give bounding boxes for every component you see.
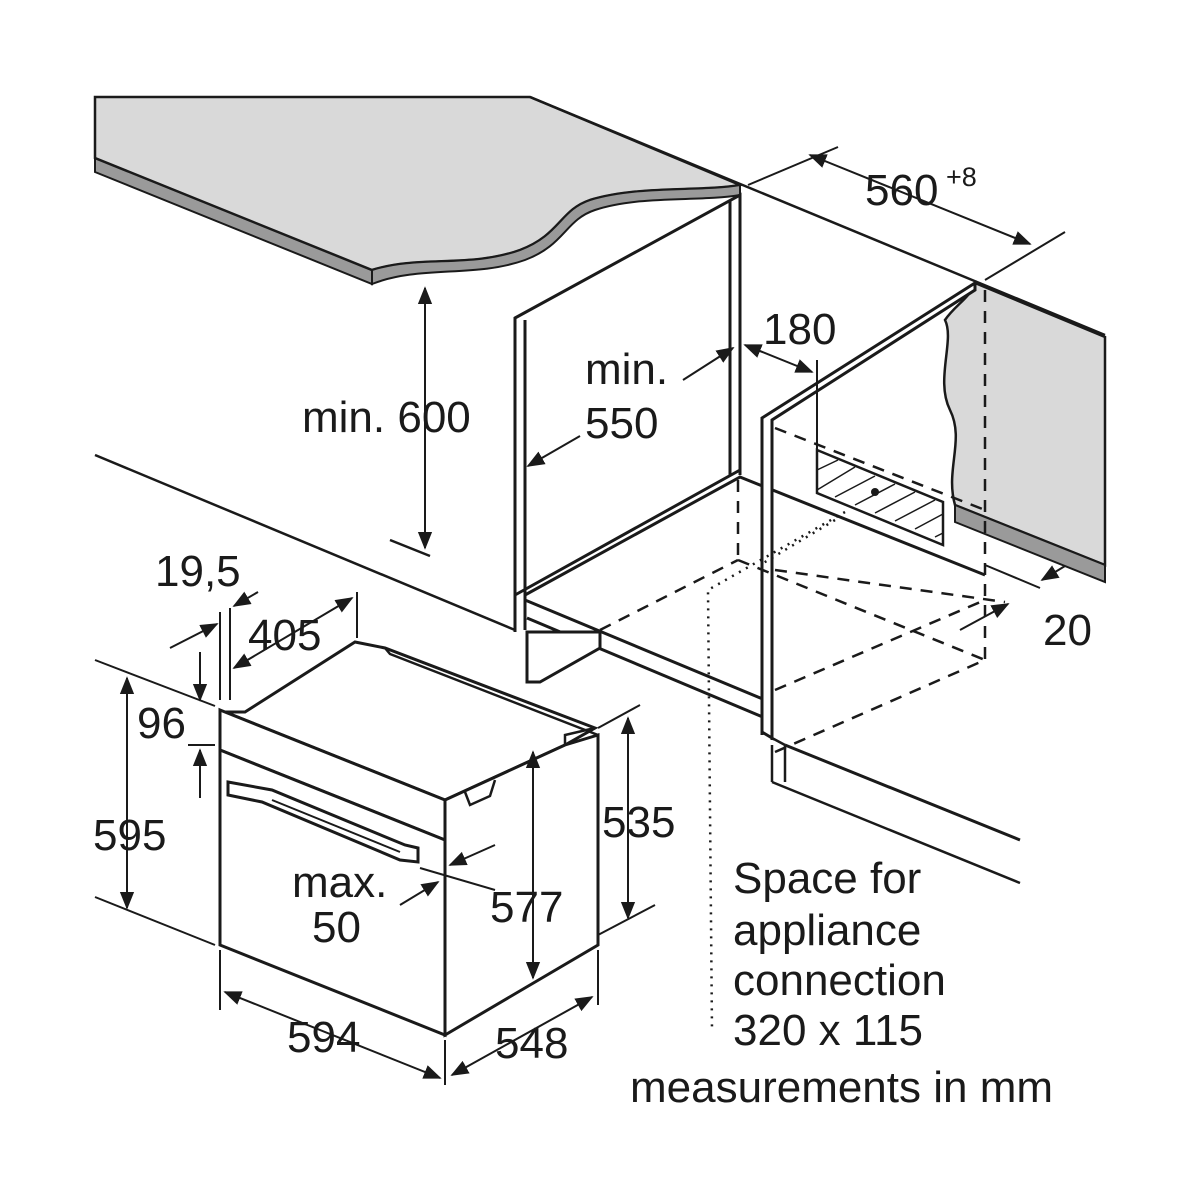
note-line3: connection (733, 956, 946, 1005)
cabinet-niche (94, 192, 1021, 885)
label-rear-height: 535 (602, 798, 675, 847)
label-niche-width-tolerance: +8 (946, 162, 977, 192)
niche-hidden-edges (599, 290, 1006, 754)
worktop-left (93, 95, 745, 286)
note-line4: 320 x 115 (733, 1006, 923, 1055)
worktop-right (942, 281, 1107, 584)
label-niche-depth-line2: 550 (585, 399, 658, 448)
label-worktop-height: min. 600 (302, 393, 471, 442)
note-line1: Space for (733, 854, 921, 903)
note-units: measurements in mm (630, 1063, 1053, 1112)
label-overall-width: 594 (287, 1013, 360, 1062)
label-control-height: 96 (137, 699, 186, 748)
label-handle-gap-line2: 50 (312, 903, 361, 952)
label-connection-offset: 180 (763, 305, 836, 354)
connection-area (706, 448, 945, 1031)
label-top-depth: 405 (248, 611, 321, 660)
label-overall-depth: 548 (495, 1019, 568, 1068)
label-rear-gap: 20 (1043, 606, 1092, 655)
label-door-offset: 19,5 (155, 547, 241, 596)
oven (218, 640, 600, 1038)
label-niche-depth-line1: min. (585, 345, 668, 394)
label-niche-width: 560 (865, 166, 938, 215)
label-handle-gap-line1: max. (292, 858, 387, 907)
note-line2: appliance (733, 906, 921, 955)
dimension-lines (94, 146, 1066, 1085)
label-overall-height: 595 (93, 811, 166, 860)
label-body-height: 577 (490, 883, 563, 932)
